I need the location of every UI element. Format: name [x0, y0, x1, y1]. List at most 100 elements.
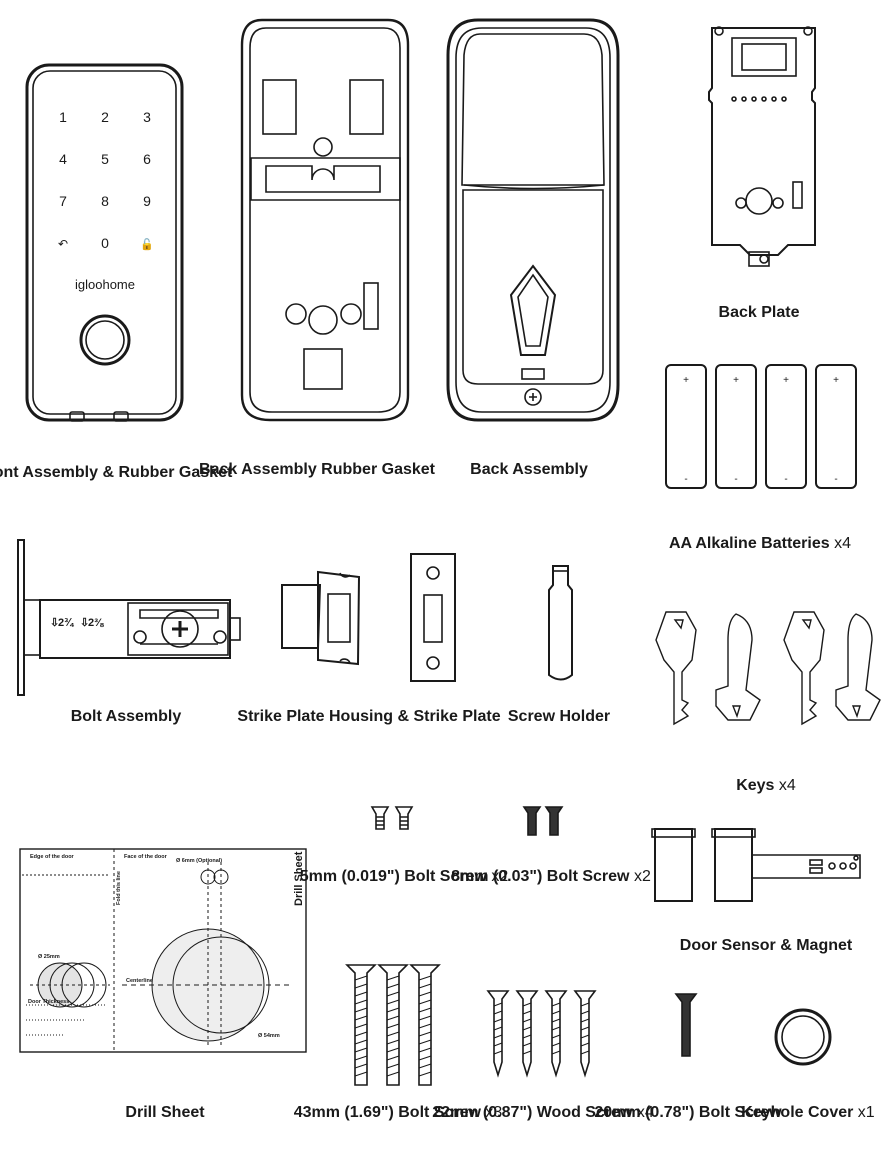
keyhole-cover-caption: Keyhole Cover x1: [741, 1102, 874, 1124]
back-gasket-line2: Rubber Gasket: [321, 461, 435, 478]
drill-dia-6: Ø 6mm (Optional): [176, 858, 222, 864]
svg-text:+: +: [833, 375, 839, 386]
keypad-key: 8: [101, 193, 109, 209]
wood-screw-22mm-name: Wood Screw: [536, 1104, 633, 1121]
drill-face-title: Face of the door: [124, 854, 168, 860]
keypad-key: 2: [101, 109, 109, 125]
wood-screw-22mm-line1: 22mm (0.87"): [432, 1104, 533, 1121]
batteries-caption: AA Alkaline Batteries x4: [669, 533, 851, 555]
drill-fold-line: Fold this line: [116, 871, 122, 905]
keys-illustration: [655, 611, 881, 726]
batteries-qty: x4: [834, 535, 852, 552]
batteries-name: AA Alkaline Batteries: [668, 535, 830, 552]
back-plate-caption: Back Plate: [719, 302, 800, 324]
back-gasket-line1: Back Assembly: [199, 461, 317, 478]
bolt-screw-5mm-illustration: [370, 806, 414, 830]
drill-sheet-illustration: Edge of the door Face of the door Ø 25mm…: [19, 848, 307, 1053]
bolt-screw-8mm-name: Bolt Screw: [546, 868, 630, 885]
strike-plate-line1: Strike Plate Housing &: [237, 708, 409, 725]
door-sensor-caption: Door Sensor & Magnet: [680, 935, 852, 957]
drill-sheet-caption: Drill Sheet: [125, 1102, 204, 1124]
bolt-label: 2¾: [58, 617, 74, 629]
brand-logo: igloohome: [75, 277, 135, 292]
bolt-screw-20mm-name: Bolt Screw: [698, 1104, 782, 1121]
back-gasket-illustration: [240, 18, 410, 422]
bolt-screw-43mm-caption: 43mm (1.69") Bolt Screw x3: [294, 1102, 503, 1124]
bolt-screw-20mm-line1: 20mm (0.78"): [594, 1104, 695, 1121]
keypad-key: 4: [59, 151, 67, 167]
keys-qty: x4: [778, 777, 796, 794]
drill-edge-title: Edge of the door: [30, 854, 75, 860]
svg-text:-: -: [684, 474, 687, 485]
svg-text:⇩: ⇩: [50, 617, 59, 629]
bolt-screw-20mm-caption: 20mm (0.78") Bolt Screw: [594, 1102, 781, 1124]
drill-centerline: Centerline: [126, 978, 153, 984]
keypad-key: 9: [143, 193, 151, 209]
batteries-illustration: + + + + - - - -: [665, 364, 857, 489]
keypad-key: 6: [143, 151, 151, 167]
bolt-assembly-illustration: ⇩2¾ ⇩2⅜: [17, 539, 241, 696]
bolt-screw-8mm-illustration: [522, 806, 564, 836]
bolt-screw-5mm-caption: 5mm (0.019") Bolt Screw x2: [300, 866, 509, 888]
wood-screw-22mm-qty: x4: [636, 1104, 654, 1121]
front-assembly-line1: Front Assembly: [0, 464, 99, 481]
svg-text:+: +: [683, 375, 689, 386]
back-gasket-caption: Back Assembly Rubber Gasket: [199, 459, 435, 481]
screw-holder-illustration: [548, 565, 573, 681]
back-assembly-caption: Back Assembly: [470, 459, 588, 481]
strike-plate-illustration: [281, 553, 456, 682]
bolt-screw-8mm-caption: 8mm (0.03") Bolt Screw x2: [451, 866, 651, 888]
bolt-screw-43mm-illustration: [345, 964, 441, 1086]
svg-text:-: -: [784, 474, 787, 485]
svg-text:-: -: [734, 474, 737, 485]
svg-text:⇩: ⇩: [80, 617, 89, 629]
keyhole-cover-name: Cover: [807, 1104, 854, 1121]
drill-dia-54: Ø 54mm: [258, 1033, 280, 1039]
screw-holder-line1: Screw Holder: [507, 708, 611, 725]
svg-text:+: +: [733, 375, 739, 386]
drill-dia-25: Ø 25mm: [38, 954, 60, 960]
front-assembly-line2: & Rubber Gasket: [102, 464, 233, 481]
unlock-icon: 🔓: [140, 238, 154, 251]
keys-name: Keys: [736, 777, 775, 794]
back-plate-illustration: [708, 26, 816, 267]
screw-holder-caption: Screw Holder: [508, 706, 610, 728]
bolt-screw-5mm-name: Bolt Screw: [404, 868, 487, 885]
drill-door-thickness: Door Thickness: [28, 999, 69, 1005]
bolt-label: 2⅜: [88, 617, 104, 629]
front-assembly-illustration: 1 2 3 4 5 6 7 8 9 ↶ 0 🔓 igloohome: [25, 63, 184, 422]
bolt-screw-43mm-name: Bolt Screw: [398, 1104, 481, 1121]
back-assembly-line1: Back Assembly: [470, 461, 588, 478]
bolt-screw-5mm-line1: 5mm (0.019"): [299, 868, 400, 885]
back-plate-line1: Back Plate: [718, 304, 800, 321]
bolt-assembly-line1: Bolt Assembly: [70, 708, 182, 725]
drill-sheet-line1: Drill Sheet: [125, 1104, 205, 1121]
svg-text:+: +: [783, 375, 789, 386]
back-assembly-illustration: [446, 18, 620, 422]
back-arrow-icon: ↶: [58, 237, 68, 251]
strike-plate-line2: Strike Plate: [413, 708, 501, 725]
strike-plate-caption: Strike Plate Housing & Strike Plate: [237, 706, 500, 728]
keyhole-cover-qty: x1: [857, 1104, 875, 1121]
keys-caption: Keys x4: [736, 775, 796, 797]
svg-text:-: -: [834, 474, 837, 485]
bolt-screw-5mm-qty: x2: [491, 868, 509, 885]
keyhole-cover-illustration: [774, 1008, 832, 1066]
keypad-key: 0: [101, 235, 109, 251]
wood-screw-22mm-caption: 22mm (0.87") Wood Screw x4: [432, 1102, 654, 1124]
drill-sheet-title: Drill Sheet: [293, 851, 305, 906]
keypad-key: 7: [59, 193, 67, 209]
bolt-screw-20mm-illustration: [674, 993, 698, 1057]
bolt-screw-43mm-qty: x3: [485, 1104, 503, 1121]
bolt-screw-43mm-line1: 43mm (1.69"): [293, 1104, 394, 1121]
front-assembly-caption: Front Assembly & Rubber Gasket: [0, 462, 232, 484]
keypad-key: 5: [101, 151, 109, 167]
bolt-screw-8mm-line1: 8mm (0.03"): [451, 868, 543, 885]
door-sensor-illustration: [651, 828, 861, 902]
keypad-key: 3: [143, 109, 151, 125]
keypad-key: 1: [59, 109, 67, 125]
door-sensor-line1: Door Sensor & Magnet: [679, 937, 853, 954]
wood-screw-22mm-illustration: [486, 990, 597, 1078]
keyhole-cover-line1: Keyhole: [741, 1104, 804, 1121]
